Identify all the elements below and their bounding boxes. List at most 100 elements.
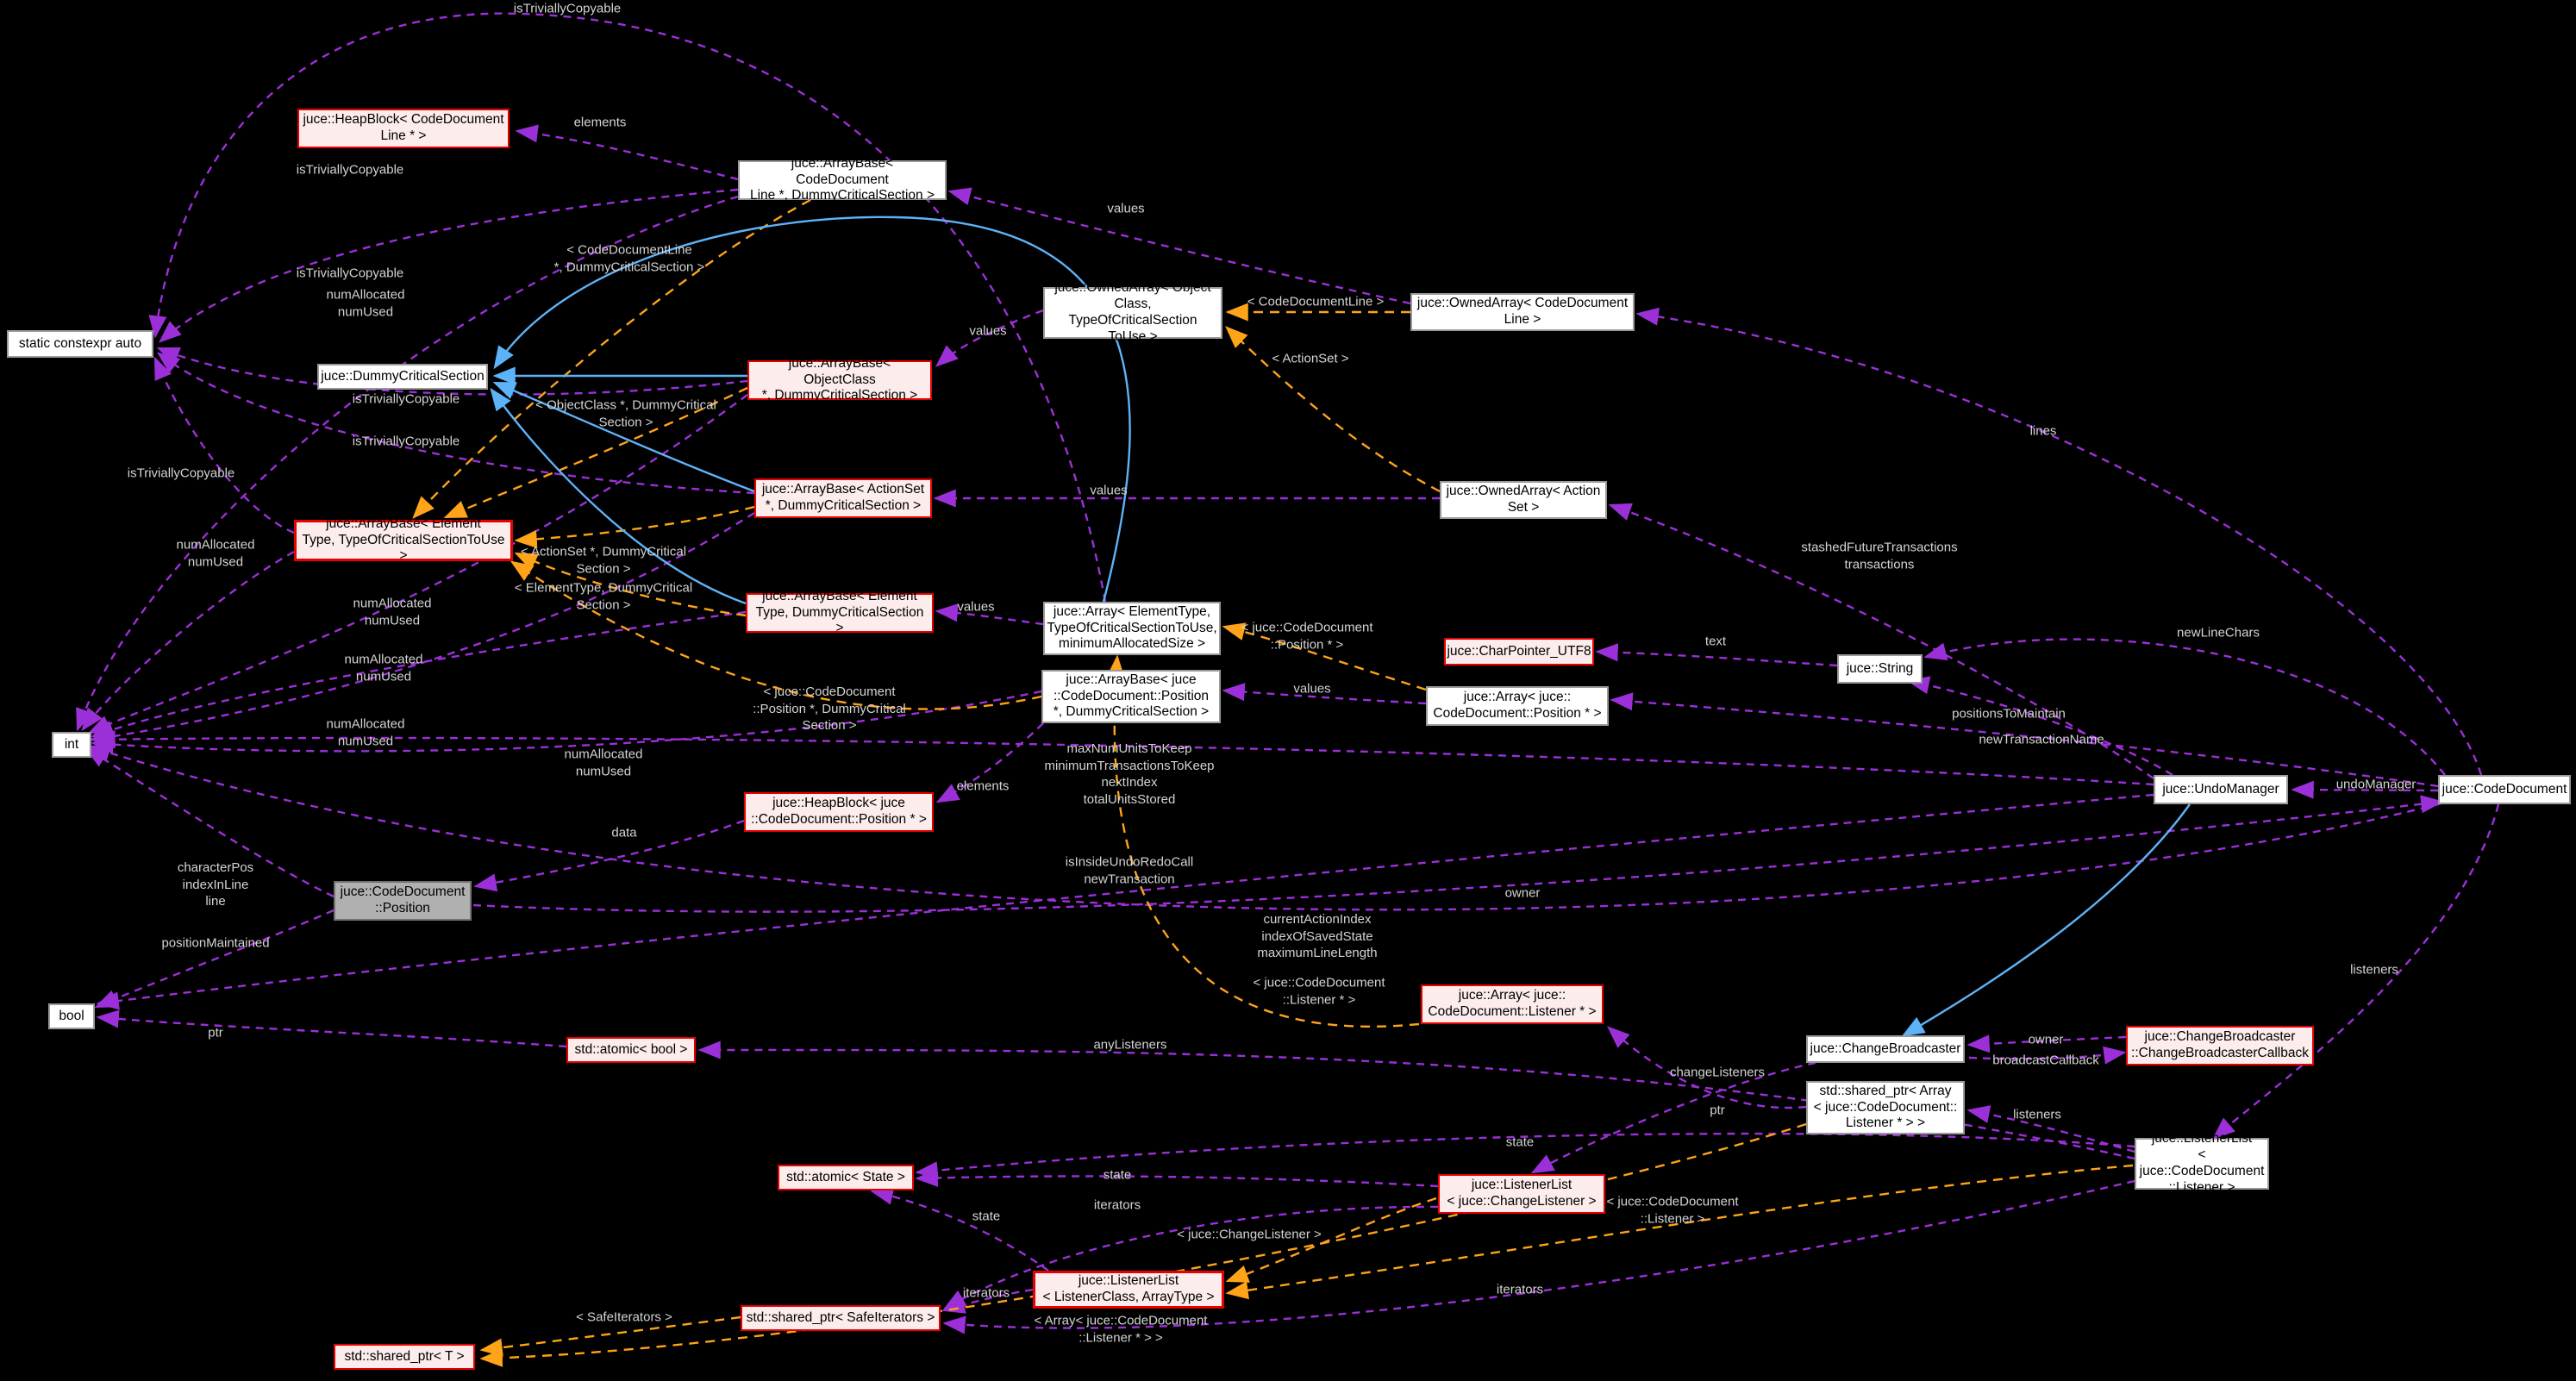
node-dummycriticalsection[interactable]: juce::DummyCriticalSection (317, 364, 488, 390)
node-int[interactable]: int (52, 732, 91, 758)
edge-label: characterPos indexInLine line (177, 859, 254, 909)
edge-label: ptr (1710, 1103, 1725, 1118)
edge-label: values (1107, 201, 1145, 216)
edge (492, 381, 755, 493)
edge (935, 722, 1044, 803)
node-atomic-state[interactable]: std::atomic< State > (778, 1165, 914, 1190)
edge-label: lines (2029, 423, 2057, 439)
node-charpointer-utf8[interactable]: juce::CharPointer_UTF8 (1444, 638, 1594, 666)
edge (1225, 326, 1441, 493)
node-codedocument[interactable]: juce::CodeDocument (2438, 775, 2571, 804)
edge-label: numAllocated numUsed (344, 652, 423, 684)
edge (1222, 622, 1427, 691)
edge (1608, 503, 2154, 779)
node-atomic-bool[interactable]: std::atomic< bool > (566, 1037, 696, 1063)
node-arraybase-codedocument-position[interactable]: juce::ArrayBase< juce ::CodeDocument::Po… (1041, 670, 1221, 723)
node-undomanager[interactable]: juce::UndoManager (2154, 775, 2288, 804)
edge (942, 1179, 2135, 1334)
node-static-constexpr-auto[interactable]: static constexpr auto (7, 330, 153, 358)
node-arraybase-codedocumentline[interactable]: juce::ArrayBase< CodeDocument Line *, Du… (738, 156, 947, 203)
edge-label: data (611, 825, 637, 840)
edge (84, 747, 335, 898)
node-arraybase-objectclass[interactable]: juce::ArrayBase< ObjectClass *, DummyCri… (747, 356, 932, 403)
node-ownedarray-actionset[interactable]: juce::OwnedArray< Action Set > (1440, 481, 1607, 519)
node-sharedptr-safeiterators[interactable]: std::shared_ptr< SafeIterators > (741, 1305, 941, 1331)
node-ownedarray-codedocumentline[interactable]: juce::OwnedArray< CodeDocument Line > (1410, 293, 1635, 331)
node-arraybase-elementtype-typeof[interactable]: juce::ArrayBase< Element Type, TypeOfCri… (294, 516, 513, 563)
edge (870, 1186, 1049, 1272)
edge-label: currentActionIndex indexOfSavedState max… (1257, 911, 1378, 960)
edge (493, 216, 1131, 603)
edge-label: numAllocated numUsed (353, 596, 432, 628)
edge-label: < CodeDocumentLine *, DummyCriticalSecti… (553, 242, 705, 275)
node-heapblock-position[interactable]: juce::HeapBlock< juce ::CodeDocument::Po… (744, 792, 934, 832)
edge-label: undoManager (2335, 777, 2417, 792)
edge-label: owner (2028, 1032, 2064, 1047)
edge (697, 1040, 2135, 1160)
edge (514, 552, 747, 617)
edge (510, 560, 1042, 710)
edge-label: isTriviallyCopyable (352, 391, 460, 407)
edge-label: < juce::CodeDocument ::Position * > (1241, 620, 1373, 653)
node-juce-string[interactable]: juce::String (1837, 654, 1923, 684)
edge (2212, 803, 2500, 1140)
node-changebroadcastercallback[interactable]: juce::ChangeBroadcaster ::ChangeBroadcas… (2126, 1026, 2314, 1065)
edge-label: state (1103, 1167, 1132, 1183)
edge (514, 505, 755, 548)
edge (1968, 1046, 2127, 1065)
node-listenerlist-changelistener[interactable]: juce::ListenerList < juce::ChangeListene… (1438, 1174, 1605, 1214)
node-array-codedocument-listener[interactable]: juce::Array< juce:: CodeDocument::Listen… (1421, 984, 1604, 1024)
edge (515, 124, 739, 181)
edge (412, 198, 811, 519)
edge (1595, 643, 1838, 667)
edge-label: numAllocated numUsed (176, 537, 255, 570)
edge (148, 12, 1107, 603)
edge (947, 187, 1411, 305)
node-changebroadcaster[interactable]: juce::ChangeBroadcaster (1806, 1035, 1965, 1063)
edge (1923, 638, 2446, 776)
edge (76, 195, 739, 732)
edge (96, 793, 2154, 1010)
node-bool[interactable]: bool (48, 1003, 95, 1029)
node-codedocument-position[interactable]: juce::CodeDocument ::Position (334, 881, 472, 921)
edge-label: isTriviallyCopyable (352, 434, 460, 449)
edge-label: broadcastCallback (1992, 1053, 2099, 1068)
node-sharedptr-t[interactable]: std::shared_ptr< T > (334, 1344, 475, 1370)
edge (156, 347, 748, 396)
edge-label: changeListeners (1669, 1065, 1766, 1080)
template-edges (412, 198, 2134, 1367)
edge-label: iterators (962, 1285, 1010, 1301)
node-array-codedocument-position[interactable]: juce::Array< juce:: CodeDocument::Positi… (1426, 686, 1609, 726)
edge (1966, 1034, 2127, 1053)
edge-label: values (1293, 681, 1331, 697)
member-edges (76, 12, 2500, 1334)
node-arraybase-actionset[interactable]: juce::ArrayBase< ActionSet *, DummyCriti… (754, 478, 932, 518)
edge (1106, 654, 1420, 1028)
edge-label: numAllocated numUsed (326, 716, 405, 749)
node-listenerlist-codedocument-listener[interactable]: juce::ListenerList < juce::CodeDocument … (2135, 1131, 2269, 1195)
edge (1225, 1164, 2134, 1300)
node-heapblock-codedocumentline[interactable]: juce::HeapBlock< CodeDocument Line * > (297, 109, 510, 148)
edge-label: isTriviallyCopyable (296, 162, 404, 178)
edge-label: < CodeDocumentLine > (1247, 294, 1385, 309)
node-arraybase-elementtype-dummy[interactable]: juce::ArrayBase< Element Type, DummyCrit… (746, 589, 934, 635)
node-ownedarray-objectclass[interactable]: juce::OwnedArray< Object Class, TypeOfCr… (1043, 280, 1222, 344)
edge (1530, 1061, 1816, 1174)
node-sharedptr-array-listener[interactable]: std::shared_ptr< Array < juce::CodeDocum… (1806, 1081, 1965, 1134)
inheritance-edges (490, 216, 2191, 1037)
edge-label: positionsToMaintain (1952, 706, 2066, 722)
edge-label: newTransactionName (1979, 732, 2104, 747)
node-listenerlist-generic[interactable]: juce::ListenerList < ListenerClass, Arra… (1033, 1271, 1224, 1309)
edge (490, 387, 747, 605)
edge-label: < SafeIterators > (576, 1309, 672, 1325)
edge (915, 1132, 2135, 1180)
edge (91, 610, 747, 738)
edge-label: values (957, 599, 995, 615)
edge-label: state (1505, 1134, 1535, 1150)
edge-label: < ElementType, DummyCritical Section > (514, 580, 693, 613)
node-array-elementtype[interactable]: juce::Array< ElementType, TypeOfCritical… (1043, 602, 1221, 655)
edge (479, 1315, 741, 1357)
edge (479, 1122, 1807, 1367)
